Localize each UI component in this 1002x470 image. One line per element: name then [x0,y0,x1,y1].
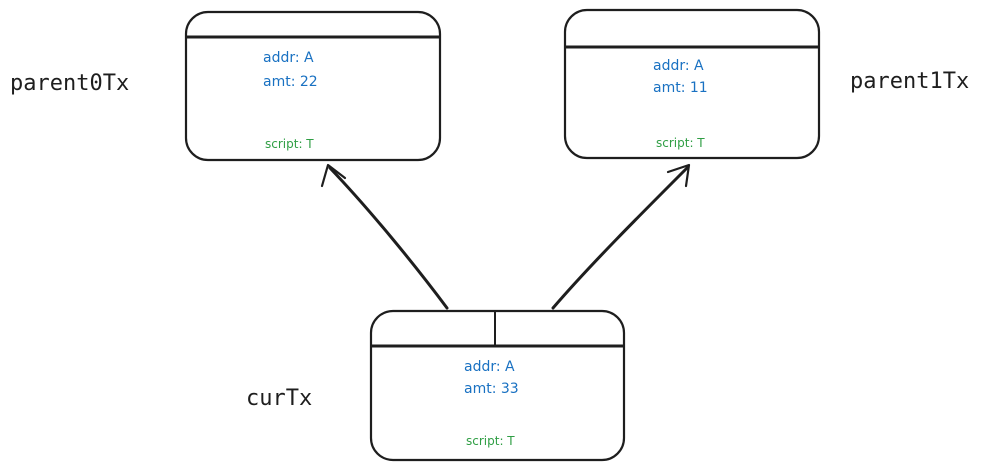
cur-tx-script: script: T [466,434,515,448]
arrowhead-icon [320,163,347,188]
parent1-tx-amt: amt: 11 [653,80,708,96]
input0-to-parent0-arrow [320,163,449,310]
parent0-tx-addr: addr: A [263,50,314,66]
parent1-tx-node: addr: A amt: 11 script: T [563,8,821,160]
parent1-tx-script: script: T [656,136,705,150]
arrowhead-icon [666,163,691,188]
cur-tx-node: addr: A amt: 33 script: T [369,309,626,462]
parent0-tx-node: addr: A amt: 22 script: T [184,10,442,162]
parent0-tx-box [184,10,442,162]
parent1-tx-label: parent1Tx [850,69,969,94]
cur-tx-amt: amt: 33 [464,381,519,397]
input1-to-parent1-arrow [551,163,691,310]
parent0-tx-script: script: T [265,137,314,151]
cur-tx-label: curTx [246,386,312,411]
cur-tx-box [369,309,626,462]
parent0-tx-label: parent0Tx [10,71,129,96]
cur-tx-addr: addr: A [464,359,515,375]
parent0-tx-amt: amt: 22 [263,74,318,90]
parent1-tx-addr: addr: A [653,58,704,74]
